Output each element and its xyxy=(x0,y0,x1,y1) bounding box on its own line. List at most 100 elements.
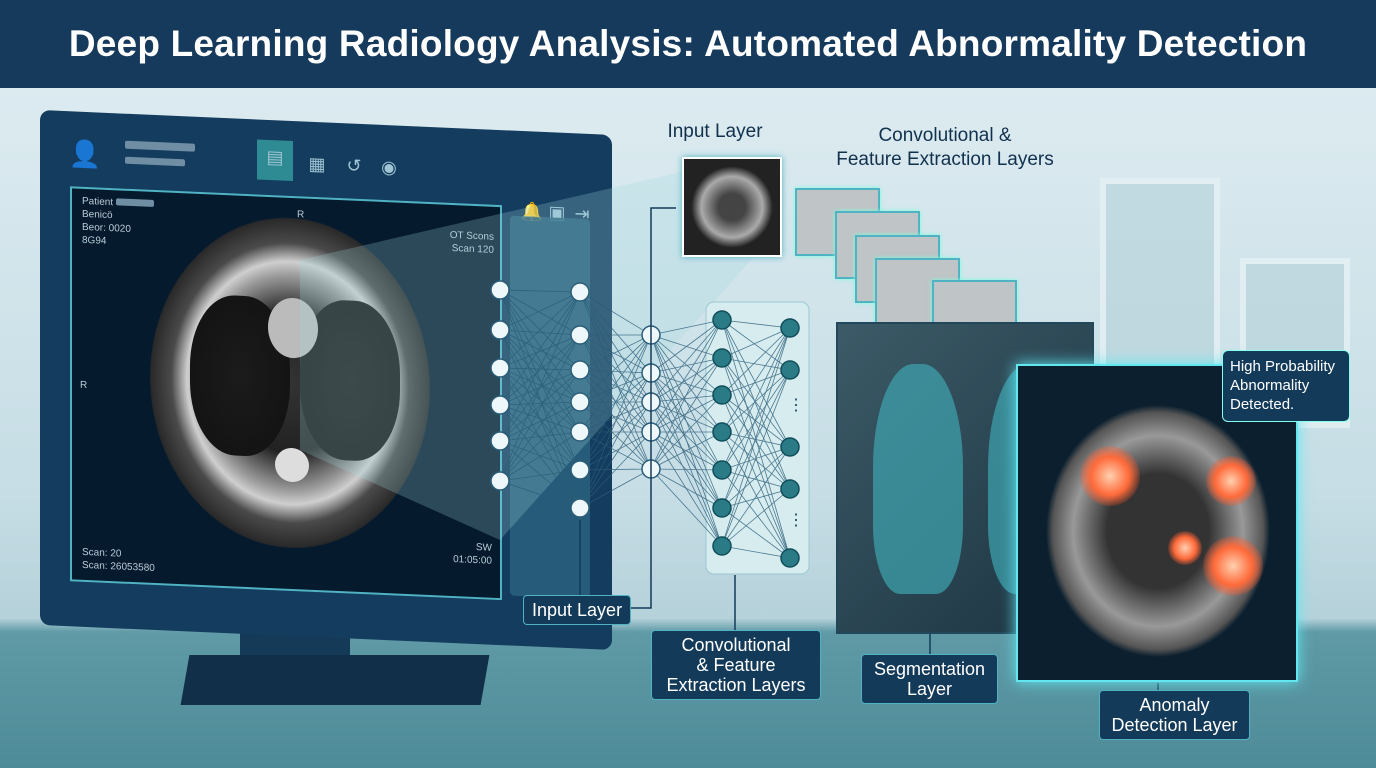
network-connection xyxy=(579,334,652,403)
network-connection xyxy=(579,372,652,403)
network-connection xyxy=(721,469,791,490)
ellipsis-marker: ⋮ xyxy=(788,512,804,529)
input-connector xyxy=(628,207,676,609)
network-node xyxy=(780,360,800,380)
network-connection xyxy=(499,401,581,442)
network-connection xyxy=(579,334,652,374)
network-connection xyxy=(721,319,791,371)
network-node xyxy=(570,460,590,480)
network-connection xyxy=(721,319,791,490)
network-connection xyxy=(721,327,791,396)
network-connection xyxy=(499,367,581,371)
network-connection xyxy=(579,369,652,433)
network-connection xyxy=(579,291,652,433)
network-connection xyxy=(650,372,723,547)
network-connection xyxy=(579,291,652,403)
network-connection xyxy=(499,334,581,406)
network-node xyxy=(712,536,732,556)
network-connection xyxy=(499,369,581,442)
network-connection xyxy=(650,357,723,403)
network-connection xyxy=(499,334,581,369)
network-connection xyxy=(721,488,791,547)
network-node xyxy=(780,548,800,568)
network-node xyxy=(570,498,590,518)
network-connection xyxy=(499,329,581,371)
network-connection xyxy=(579,291,652,336)
network-node xyxy=(570,282,590,302)
segmented-lung-left xyxy=(873,364,963,594)
abnormality-hotspot xyxy=(1080,446,1140,506)
network-node xyxy=(490,280,510,300)
network-connection xyxy=(579,291,652,374)
network-connection xyxy=(650,357,723,470)
network-connection xyxy=(721,327,791,433)
network-connection xyxy=(579,431,652,470)
network-connection xyxy=(650,372,723,509)
network-connection xyxy=(579,369,652,470)
network-connection xyxy=(499,291,581,369)
network-connection xyxy=(499,334,581,442)
network-connection xyxy=(650,394,723,470)
network-connection xyxy=(499,367,581,471)
network-node xyxy=(490,320,510,340)
network-node xyxy=(570,325,590,345)
network-connection xyxy=(499,367,581,403)
network-connection xyxy=(721,369,791,509)
network-connection xyxy=(650,319,723,374)
network-connection xyxy=(721,327,791,547)
network-connection xyxy=(579,372,652,509)
network-connection xyxy=(721,488,791,509)
network-connection xyxy=(721,319,791,329)
network-connection xyxy=(650,468,723,471)
conv-layers-heading: Convolutional &Feature Extraction Layers xyxy=(836,125,1054,170)
network-connection xyxy=(499,480,581,509)
network-connection xyxy=(579,334,652,433)
network-connection xyxy=(721,319,791,448)
network-node xyxy=(490,471,510,491)
network-connection xyxy=(650,394,723,403)
network-connection xyxy=(721,369,791,471)
network-connection xyxy=(721,369,791,433)
network-connection xyxy=(579,431,652,471)
network-node xyxy=(490,395,510,415)
network-connection xyxy=(579,334,652,471)
network-connection xyxy=(650,319,723,433)
network-connection xyxy=(499,291,581,331)
network-connection xyxy=(579,431,652,509)
input-layer-heading: Input Layer xyxy=(667,121,763,142)
network-connection xyxy=(499,401,581,406)
network-connection xyxy=(721,327,791,509)
ct-slice xyxy=(1038,396,1278,666)
network-node xyxy=(712,498,732,518)
network-node xyxy=(570,392,590,412)
network-node xyxy=(570,360,590,380)
network-connection xyxy=(499,369,581,482)
network-connection xyxy=(721,394,791,448)
network-node xyxy=(490,358,510,378)
network-connection xyxy=(579,401,652,509)
network-connection xyxy=(499,440,581,509)
input-ct-thumbnail xyxy=(682,157,782,257)
network-connection xyxy=(650,334,723,396)
network-node xyxy=(712,422,732,442)
network-connection xyxy=(650,468,723,547)
network-connection xyxy=(499,401,581,482)
network-connection xyxy=(721,431,791,490)
network-connection xyxy=(499,289,581,403)
projection-beam xyxy=(300,170,760,540)
network-connection xyxy=(579,369,652,374)
network-connection xyxy=(650,372,723,471)
network-connection xyxy=(721,446,791,547)
input-layer-label: Input Layer xyxy=(523,595,632,625)
network-node xyxy=(780,437,800,457)
page-title: Deep Learning Radiology Analysis: Automa… xyxy=(68,23,1308,64)
network-node xyxy=(712,348,732,368)
network-connection xyxy=(721,357,791,371)
abnormality-hotspot xyxy=(1168,531,1202,565)
network-connection xyxy=(650,431,723,471)
